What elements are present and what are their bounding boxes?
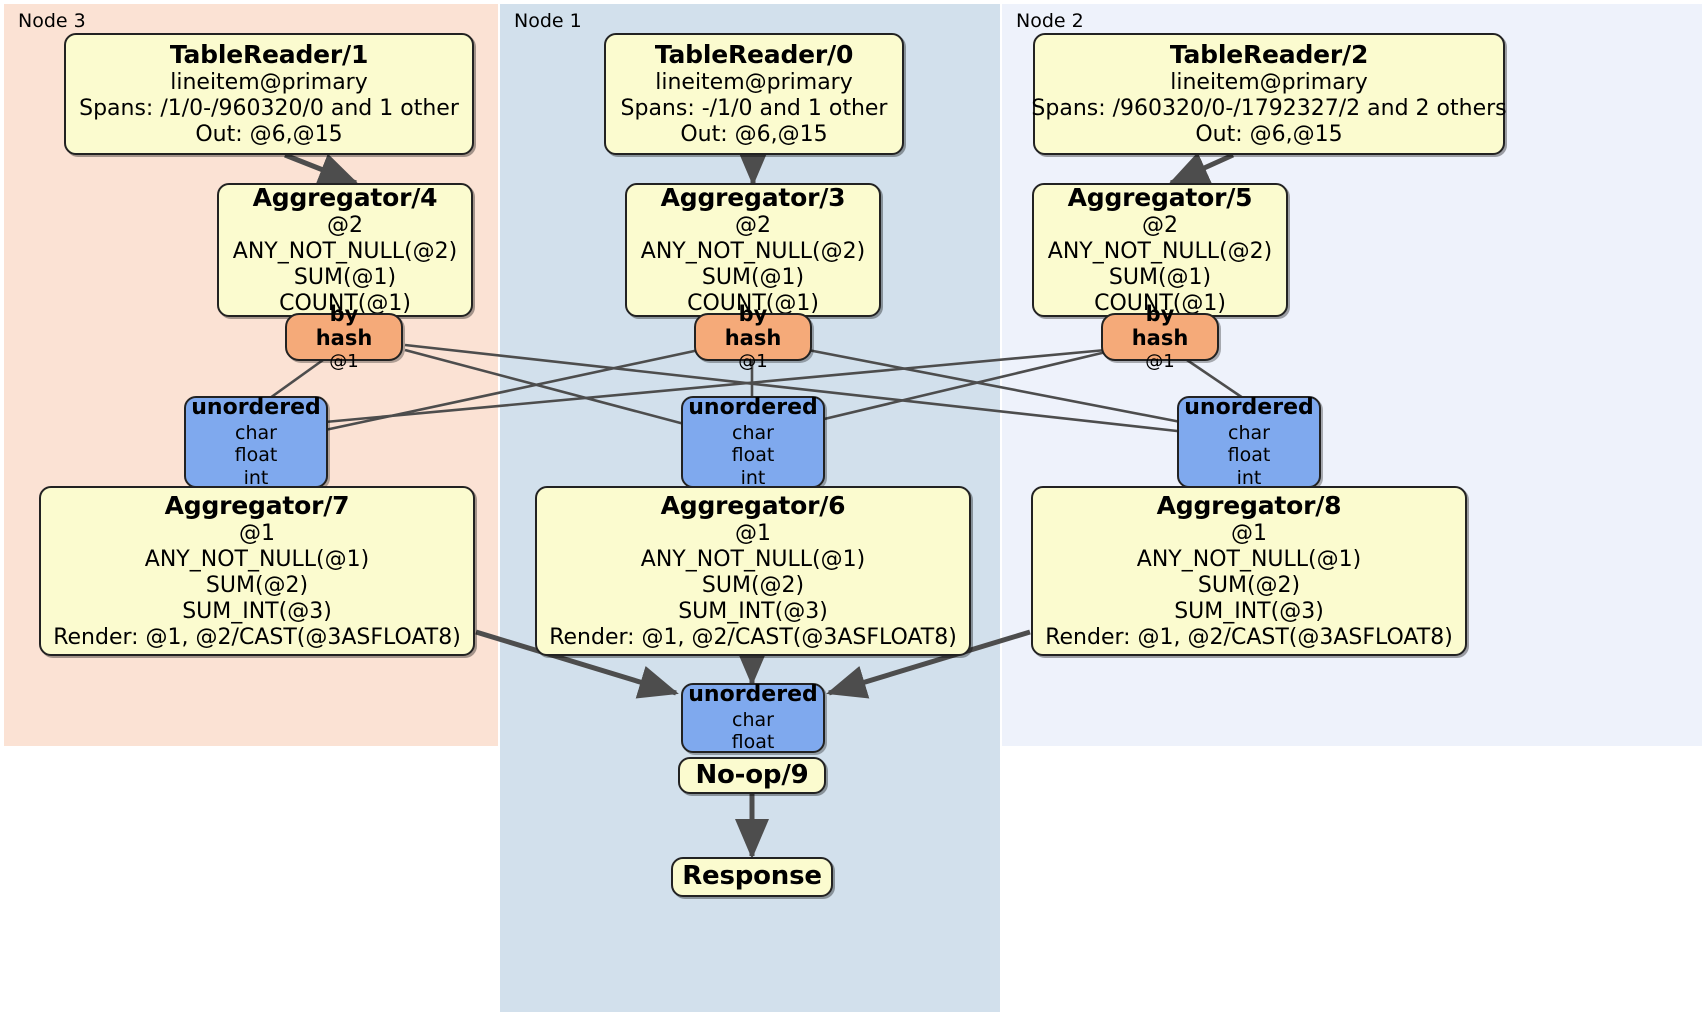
router-title: by hash: [315, 301, 373, 351]
node-line: ANY_NOT_NULL(@1): [144, 547, 370, 573]
processor-table-reader-0[interactable]: TableReader/0 lineitem@primary Spans: -/…: [604, 33, 904, 155]
synchronizer-unordered-node3[interactable]: unordered char float int: [184, 394, 328, 489]
router-line: @1: [329, 351, 359, 373]
synchronizer-unordered-final[interactable]: unordered char float: [681, 682, 825, 754]
node-line: @2: [1142, 213, 1178, 239]
node-line: Out: @6,@15: [680, 122, 828, 148]
synchronizer-line: int: [1236, 466, 1262, 489]
node-panel-label-node1: Node 1: [514, 10, 582, 32]
router-by-hash-node3[interactable]: by hash @1: [285, 302, 403, 372]
node-title: TableReader/2: [1169, 39, 1369, 69]
synchronizer-line: float: [731, 731, 775, 754]
synchronizer-title: unordered: [1184, 394, 1314, 420]
synchronizer-line: char: [732, 709, 774, 732]
processor-no-op-9[interactable]: No-op/9: [678, 757, 826, 794]
node-title: Aggregator/6: [660, 490, 846, 520]
processor-table-reader-2[interactable]: TableReader/2 lineitem@primary Spans: /9…: [1031, 33, 1507, 155]
synchronizer-line: float: [1227, 444, 1271, 467]
node-line: SUM(@2): [205, 573, 309, 599]
node-line: ANY_NOT_NULL(@1): [640, 547, 866, 573]
node-line: @1: [239, 521, 275, 547]
node-line: SUM_INT(@3): [1174, 599, 1324, 625]
node-title: Response: [682, 861, 822, 892]
router-line: @1: [1145, 351, 1175, 373]
processor-aggregator-8[interactable]: Aggregator/8 @1 ANY_NOT_NULL(@1) SUM(@2)…: [1031, 486, 1467, 656]
synchronizer-title: unordered: [688, 682, 818, 708]
synchronizer-line: char: [235, 421, 277, 444]
node-line: lineitem@primary: [170, 70, 368, 96]
router-by-hash-node2[interactable]: by hash @1: [1101, 302, 1219, 372]
node-line: SUM(@1): [701, 265, 805, 291]
node-panel-label-node3: Node 3: [18, 10, 86, 32]
node-line: ANY_NOT_NULL(@2): [640, 239, 866, 265]
synchronizer-line: int: [243, 466, 269, 489]
node-line: ANY_NOT_NULL(@1): [1136, 547, 1362, 573]
node-line: Spans: -/1/0 and 1 other: [620, 96, 888, 122]
node-title: Aggregator/4: [252, 182, 438, 212]
node-title: Aggregator/8: [1156, 490, 1342, 520]
synchronizer-unordered-node2[interactable]: unordered char float int: [1177, 394, 1321, 489]
node-title: TableReader/0: [654, 39, 854, 69]
node-line: Spans: /1/0-/960320/0 and 1 other: [79, 96, 459, 122]
node-title: Aggregator/3: [660, 182, 846, 212]
node-line: Render: @1, @2/CAST(@3ASFLOAT8): [549, 625, 957, 651]
processor-table-reader-1[interactable]: TableReader/1 lineitem@primary Spans: /1…: [64, 33, 474, 155]
node-line: SUM(@2): [701, 573, 805, 599]
node-title: Aggregator/7: [164, 490, 350, 520]
processor-aggregator-5[interactable]: Aggregator/5 @2 ANY_NOT_NULL(@2) SUM(@1)…: [1032, 183, 1288, 317]
synchronizer-line: float: [731, 444, 775, 467]
node-line: @2: [327, 213, 363, 239]
node-line: Render: @1, @2/CAST(@3ASFLOAT8): [1045, 625, 1453, 651]
node-line: SUM_INT(@3): [182, 599, 332, 625]
synchronizer-unordered-node1[interactable]: unordered char float int: [681, 394, 825, 489]
node-line: Out: @6,@15: [1195, 122, 1343, 148]
node-line: ANY_NOT_NULL(@2): [232, 239, 458, 265]
synchronizer-line: float: [234, 444, 278, 467]
synchronizer-title: unordered: [191, 394, 321, 420]
synchronizer-title: unordered: [688, 394, 818, 420]
node-panel-label-node2: Node 2: [1016, 10, 1084, 32]
node-line: SUM(@1): [293, 265, 397, 291]
synchronizer-line: char: [1228, 421, 1270, 444]
processor-aggregator-3[interactable]: Aggregator/3 @2 ANY_NOT_NULL(@2) SUM(@1)…: [625, 183, 881, 317]
node-line: COUNT(@1): [1094, 291, 1226, 317]
synchronizer-line: int: [740, 466, 766, 489]
node-title: TableReader/1: [169, 39, 369, 69]
node-line: COUNT(@1): [279, 291, 411, 317]
node-line: SUM(@1): [1108, 265, 1212, 291]
node-line: @2: [735, 213, 771, 239]
synchronizer-line: char: [732, 421, 774, 444]
router-title: by hash: [724, 301, 782, 351]
router-line: @1: [738, 351, 768, 373]
node-line: Out: @6,@15: [195, 122, 343, 148]
node-line: @1: [1231, 521, 1267, 547]
node-line: ANY_NOT_NULL(@2): [1047, 239, 1273, 265]
processor-aggregator-7[interactable]: Aggregator/7 @1 ANY_NOT_NULL(@1) SUM(@2)…: [39, 486, 475, 656]
node-title: No-op/9: [695, 759, 809, 790]
node-line: @1: [735, 521, 771, 547]
processor-response[interactable]: Response: [671, 857, 833, 897]
processor-aggregator-6[interactable]: Aggregator/6 @1 ANY_NOT_NULL(@1) SUM(@2)…: [535, 486, 971, 656]
router-title: by hash: [1131, 301, 1189, 351]
node-line: SUM(@2): [1197, 573, 1301, 599]
router-by-hash-node1[interactable]: by hash @1: [694, 302, 812, 372]
node-line: COUNT(@1): [687, 291, 819, 317]
node-title: Aggregator/5: [1067, 182, 1253, 212]
processor-aggregator-4[interactable]: Aggregator/4 @2 ANY_NOT_NULL(@2) SUM(@1)…: [217, 183, 473, 317]
node-line: lineitem@primary: [1170, 70, 1368, 96]
node-line: lineitem@primary: [655, 70, 853, 96]
node-line: SUM_INT(@3): [678, 599, 828, 625]
node-line: Spans: /960320/0-/1792327/2 and 2 others: [1031, 96, 1507, 122]
node-line: Render: @1, @2/CAST(@3ASFLOAT8): [53, 625, 461, 651]
